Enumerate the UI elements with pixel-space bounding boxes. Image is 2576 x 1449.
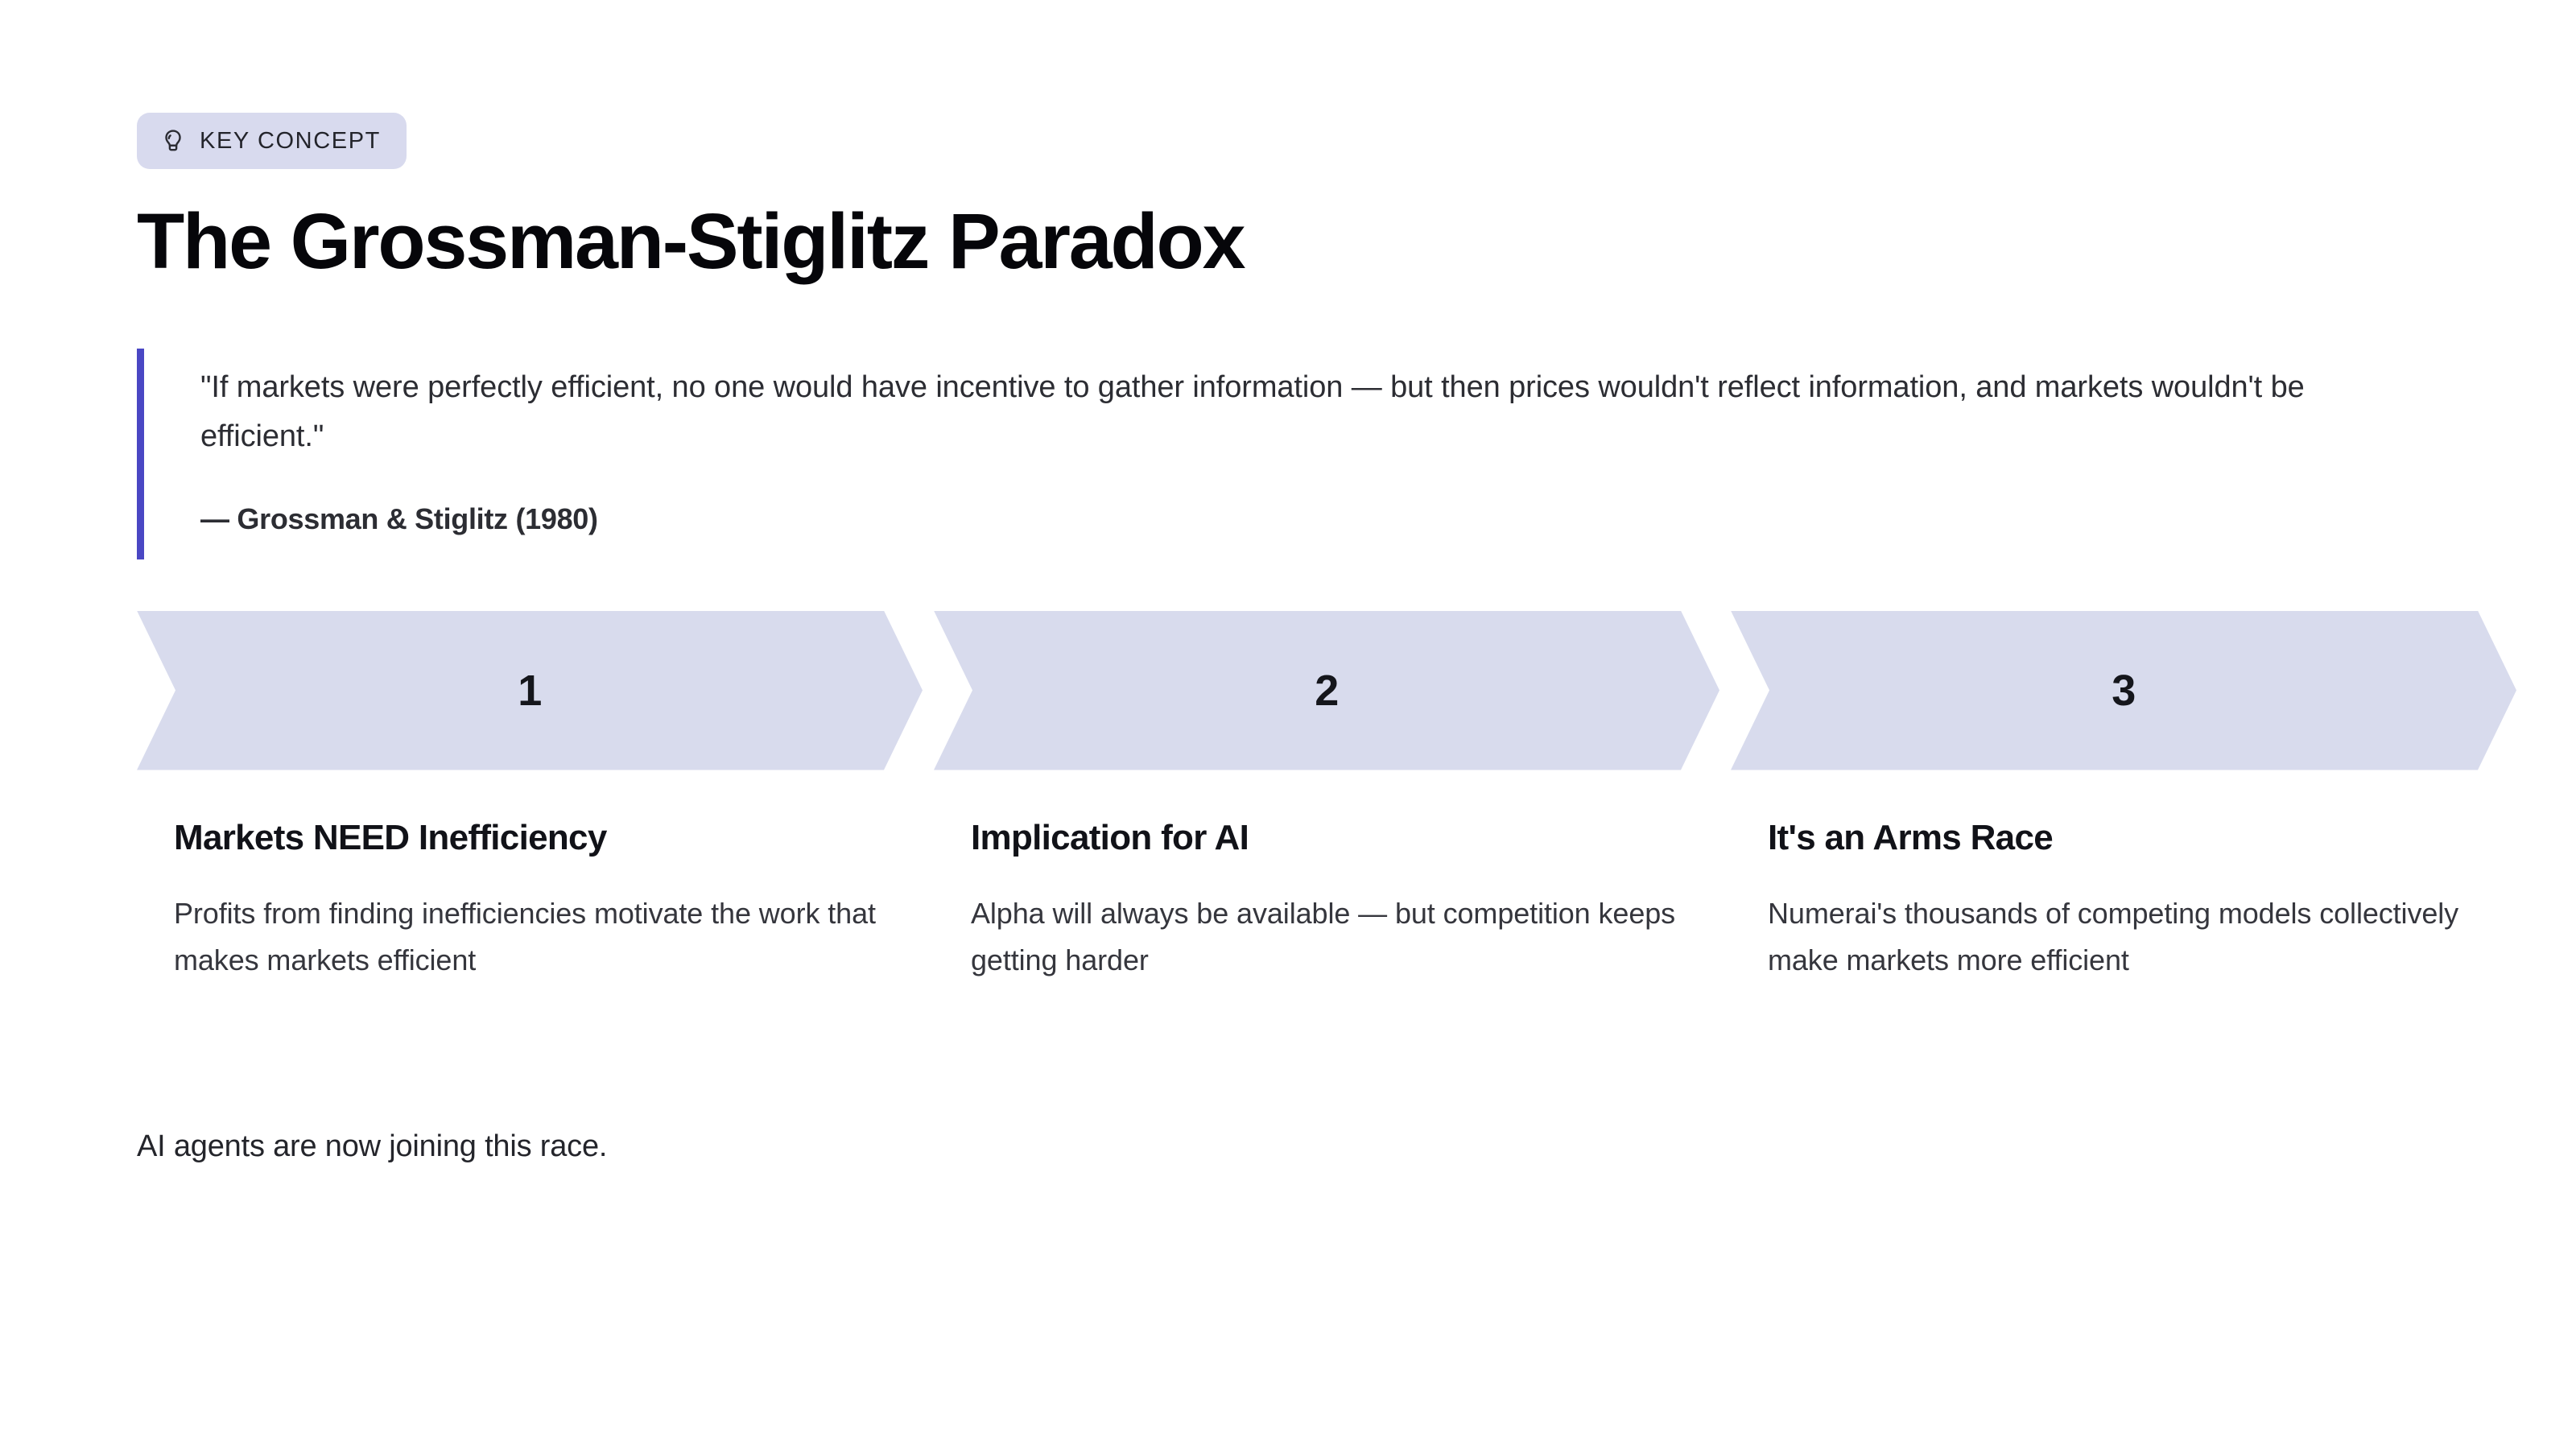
step-chevron: 3	[1731, 611, 2516, 770]
step-chevron: 2	[934, 611, 1719, 770]
step-chevron: 1	[137, 611, 923, 770]
badge-label: KEY CONCEPT	[200, 127, 381, 154]
step-body: Markets NEED Inefficiency Profits from f…	[137, 815, 923, 985]
step-list: 1 Markets NEED Inefficiency Profits from…	[137, 611, 2439, 985]
step-item: 2 Implication for AI Alpha will always b…	[934, 611, 1719, 985]
step-item: 1 Markets NEED Inefficiency Profits from…	[137, 611, 923, 985]
key-concept-badge: KEY CONCEPT	[137, 113, 407, 169]
step-description: Alpha will always be available — but com…	[971, 896, 1676, 976]
quote-block: "If markets were perfectly efficient, no…	[137, 348, 2415, 559]
step-title: Implication for AI	[971, 817, 1249, 857]
footer-note: AI agents are now joining this race.	[137, 1129, 608, 1164]
step-body: It's an Arms Race Numerai's thousands of…	[1731, 815, 2516, 985]
quote-attribution: — Grossman & Stiglitz (1980)	[200, 502, 598, 535]
step-title: Markets NEED Inefficiency	[174, 817, 607, 857]
step-body: Implication for AI Alpha will always be …	[934, 815, 1719, 985]
step-title: It's an Arms Race	[1768, 817, 2054, 857]
step-number: 2	[1315, 666, 1339, 715]
step-number: 1	[518, 666, 542, 715]
step-description: Profits from finding inefficiencies moti…	[174, 896, 876, 976]
quote-text: "If markets were perfectly efficient, no…	[200, 369, 2305, 454]
page-title: The Grossman-Stiglitz Paradox	[137, 197, 1246, 285]
step-item: 3 It's an Arms Race Numerai's thousands …	[1731, 611, 2516, 985]
lightbulb-icon	[159, 127, 187, 155]
step-description: Numerai's thousands of competing models …	[1768, 896, 2459, 976]
step-number: 3	[2112, 666, 2136, 715]
